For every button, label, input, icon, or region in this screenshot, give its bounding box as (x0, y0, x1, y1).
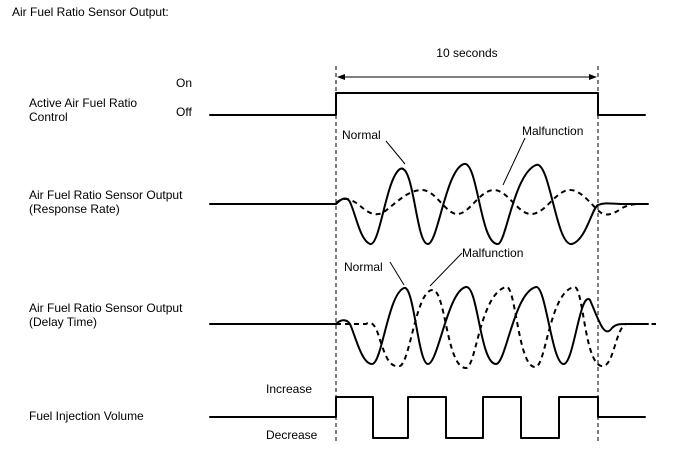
delay-time-row: Air Fuel Ratio Sensor Output (Delay Time… (29, 246, 656, 370)
duration-arrowhead-right (589, 74, 597, 80)
response-normal-leader (385, 140, 406, 165)
response-label-line2: (Response Rate) (29, 202, 120, 216)
delay-malfunction-label: Malfunction (462, 246, 523, 260)
response-label-line1: Air Fuel Ratio Sensor Output (29, 188, 183, 202)
control-label-line1: Active Air Fuel Ratio (29, 96, 137, 110)
injection-increase-label: Increase (266, 382, 312, 396)
delay-normal-leader (389, 261, 405, 286)
response-malfunction-curve (335, 188, 641, 216)
delay-normal-curve (209, 285, 649, 365)
duration-arrowhead-left (337, 74, 345, 80)
control-label-line2: Control (29, 110, 68, 124)
response-malfunction-label: Malfunction (522, 124, 583, 138)
delay-malfunction-curve (336, 285, 656, 370)
response-malfunction-leader (502, 137, 526, 186)
injection-signal (209, 396, 646, 439)
duration-label: 10 seconds (436, 46, 497, 60)
control-row: Active Air Fuel Ratio Control On Off (29, 76, 646, 124)
control-state-on: On (176, 76, 192, 90)
injection-decrease-label: Decrease (266, 428, 318, 442)
delay-label-line1: Air Fuel Ratio Sensor Output (29, 301, 183, 315)
diagram-title: Air Fuel Ratio Sensor Output: (12, 5, 169, 19)
duration-dimension: 10 seconds (337, 46, 597, 80)
delay-malfunction-leader (429, 252, 463, 287)
response-normal-label: Normal (342, 128, 381, 142)
response-normal-curve (209, 163, 649, 246)
delay-label-line2: (Delay Time) (29, 315, 97, 329)
injection-row: Fuel Injection Volume Increase Decrease (29, 382, 646, 442)
response-rate-row: Air Fuel Ratio Sensor Output (Response R… (29, 124, 649, 246)
control-signal (209, 92, 646, 116)
control-state-off: Off (176, 105, 192, 119)
injection-label: Fuel Injection Volume (29, 409, 144, 423)
delay-normal-label: Normal (344, 260, 383, 274)
